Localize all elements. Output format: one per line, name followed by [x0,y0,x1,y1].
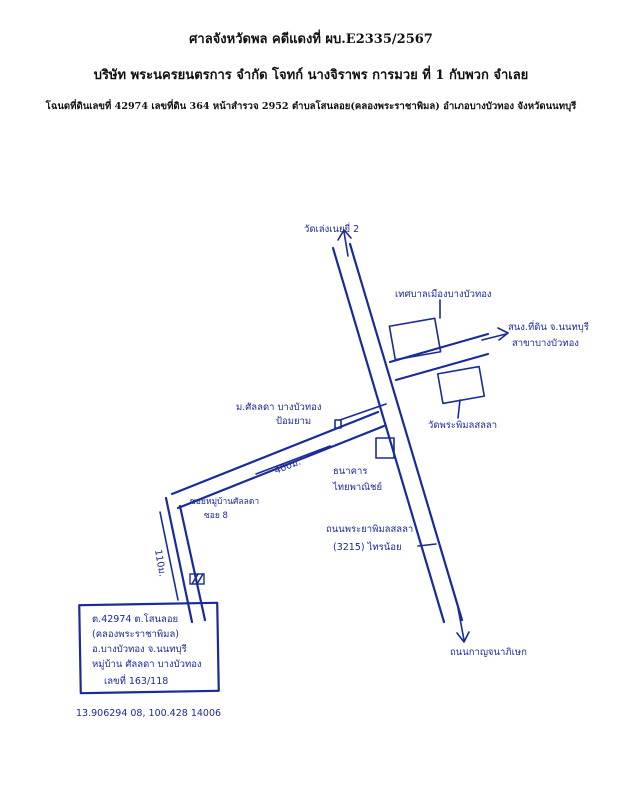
north-arrow [337,229,352,257]
main-road-west-edge [331,246,446,624]
south-destination-label: ถนนกาญจนาภิเษก [450,647,527,658]
municipality-label: เทศบาลเมืองบางบัวทอง [395,289,492,300]
east-road-north-edge [388,332,490,364]
village-label: ม.ศัลลดา บางบัวทอง [236,402,321,413]
info-house-number: เลขที่ 163/118 [104,674,168,687]
info-deed-number: ต.42974 ต.โสนลอย [92,613,178,625]
distance-400m-label: 400ม. [273,457,303,477]
main-road-label: ถนนพระยาพิมลสลลา [326,524,413,535]
land-office-branch-label: สาขาบางบัวทอง [512,338,579,349]
info-subdistrict: (คลองพระราชาพิมล) [92,629,179,640]
main-road-east-edge [348,242,464,622]
north-destination-label: วัดเล่งเนยยี่ 2 [304,222,359,235]
guard-post-label: ป้อมยาม [276,416,311,427]
soi-village-label: ซอยหมู่บ้านศัลลดา [190,496,259,507]
info-village: หมู่บ้าน ศัลลดา บางบัวทอง [92,659,202,670]
south-arrow [456,607,470,643]
right-building-label: วัดพระพิมลสลลา [428,420,497,431]
east-road-south-edge [394,352,490,382]
east-arrow [481,327,509,341]
property-marker [189,573,205,585]
property-info-box [78,601,220,695]
court-case-title: ศาลจังหวัดพล คดีแดงที่ ผบ.E2335/2567 [189,32,433,47]
soi-number-label: ซอย 8 [204,511,228,521]
bank-name-label: ไทยพาณิชย์ [332,481,382,493]
soi-south-edge [176,424,386,510]
soi-north-edge [170,410,380,496]
main-road-number-label: (3215) ไทรน้อย [333,541,402,553]
info-district-province: อ.บางบัวทอง จ.นนทบุรี [92,643,187,655]
guard-post [334,419,342,429]
lane-west-edge [164,496,194,624]
soi-entrance-arrow [339,403,387,421]
gps-coordinates: 13.906294 08, 100.428 14006 [76,708,221,719]
land-deed-line: โฉนดที่ดินเลขที่ 42974 เลขที่ดิน 364 หน้… [45,101,577,112]
municipality-building [388,317,442,361]
bank-label: ธนาคาร [333,466,367,477]
parties-line: บริษัท พระนครยนตรการ จำกัด โจทก์ นางจิรา… [93,68,529,83]
distance-110m-marker [159,511,179,601]
distance-400m-marker [255,445,331,475]
land-office-label: สนง.ที่ดิน จ.นนทบุรี [508,320,589,333]
bank-building [375,437,395,459]
distance-110m-label: 110ม. [152,549,168,578]
right-building [436,365,486,405]
lane-east-edge [178,504,207,622]
